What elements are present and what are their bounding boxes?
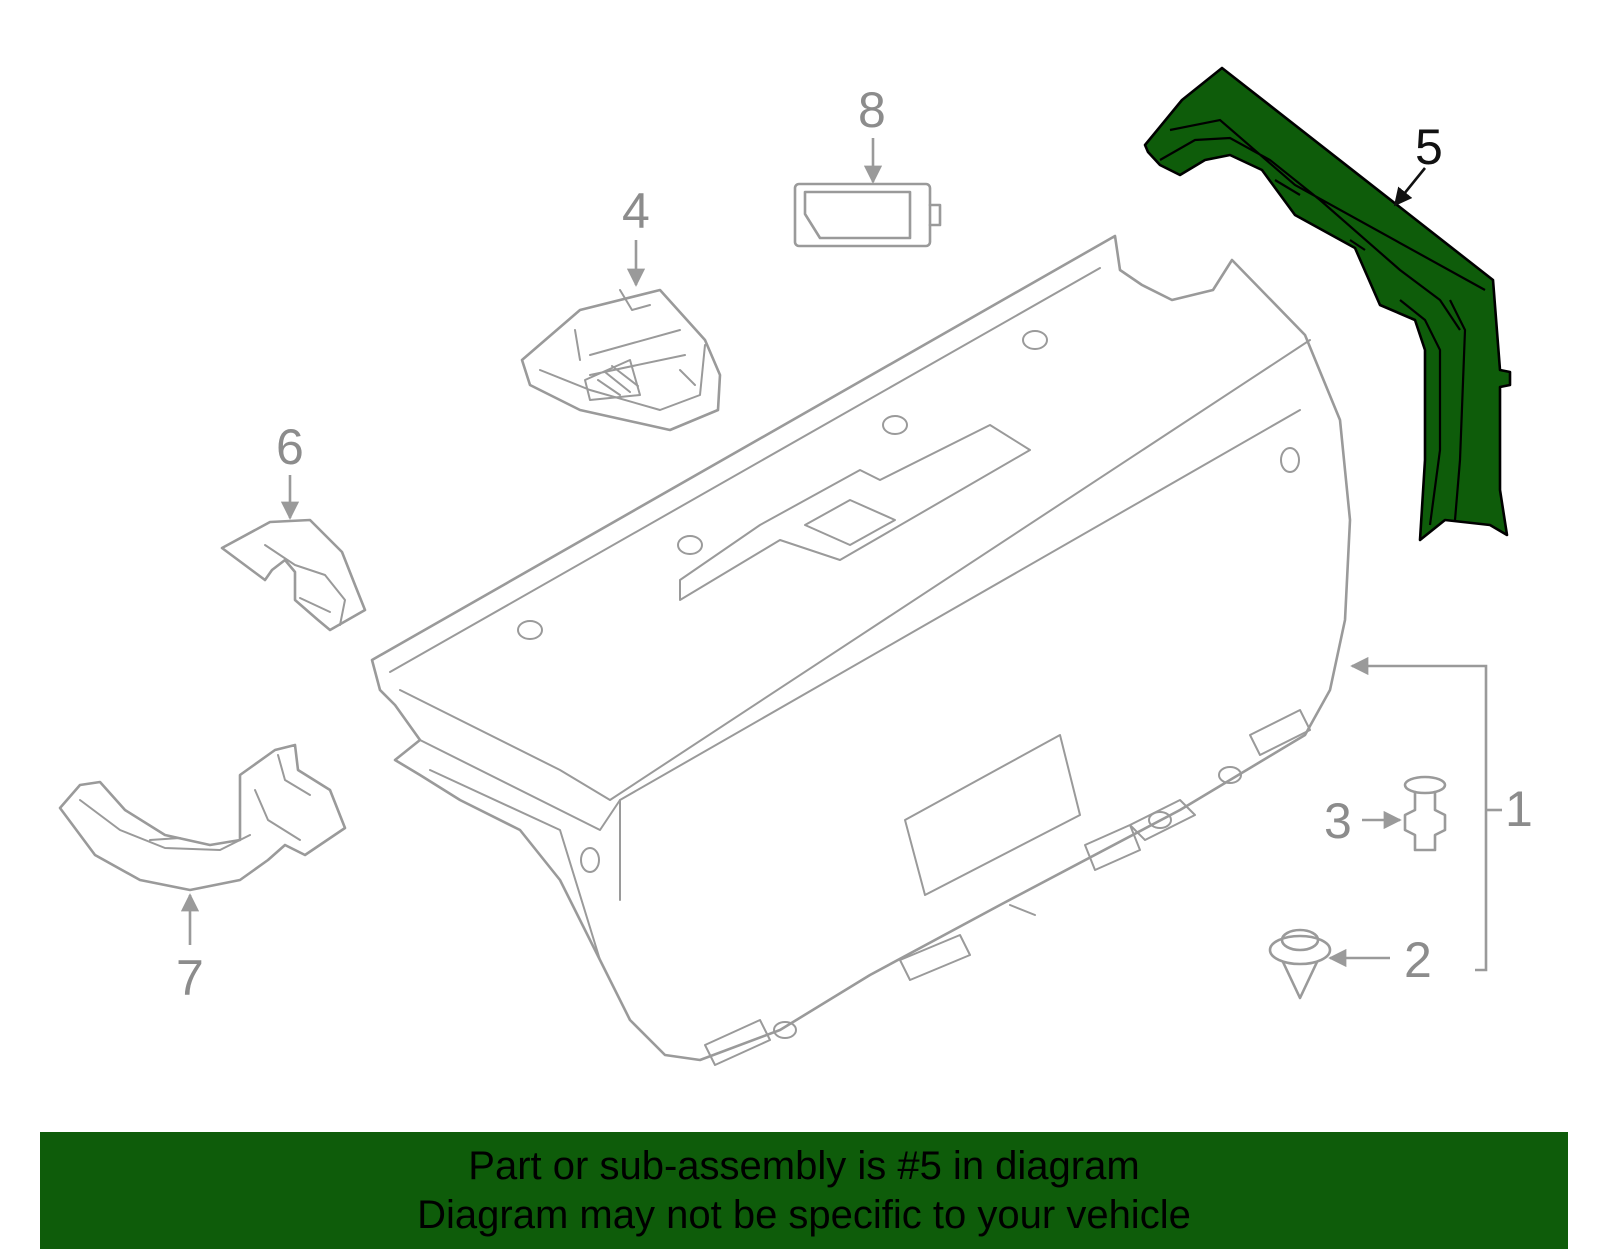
leader-1 [1350,656,1488,972]
leader-lines [180,138,1502,972]
callout-8: 8 [858,82,886,138]
part-3-fastener [1403,775,1447,852]
callout-4: 4 [622,183,650,239]
part-2-push-clip [1268,928,1332,1000]
banner-line-2: Diagram may not be specific to your vehi… [417,1193,1191,1237]
part-7-curved-trim [58,743,347,892]
callout-5: 5 [1415,119,1443,175]
callout-2: 2 [1404,932,1432,988]
callout-1: 1 [1505,781,1533,837]
callout-3: 3 [1324,793,1352,849]
callout-6: 6 [276,419,304,475]
part-1-trunk-lid-trim-panel [370,234,1352,1066]
banner-line-1: Part or sub-assembly is #5 in diagram [468,1144,1140,1188]
part-8-lamp [793,182,942,248]
info-banner: Part or sub-assembly is #5 in diagram Di… [40,1132,1568,1249]
part-6-small-bracket [220,518,367,632]
leader-5 [1393,167,1427,207]
part-5-trim-highlighted [1143,66,1512,542]
part-4-bracket [520,288,722,432]
callout-7: 7 [176,950,204,1006]
